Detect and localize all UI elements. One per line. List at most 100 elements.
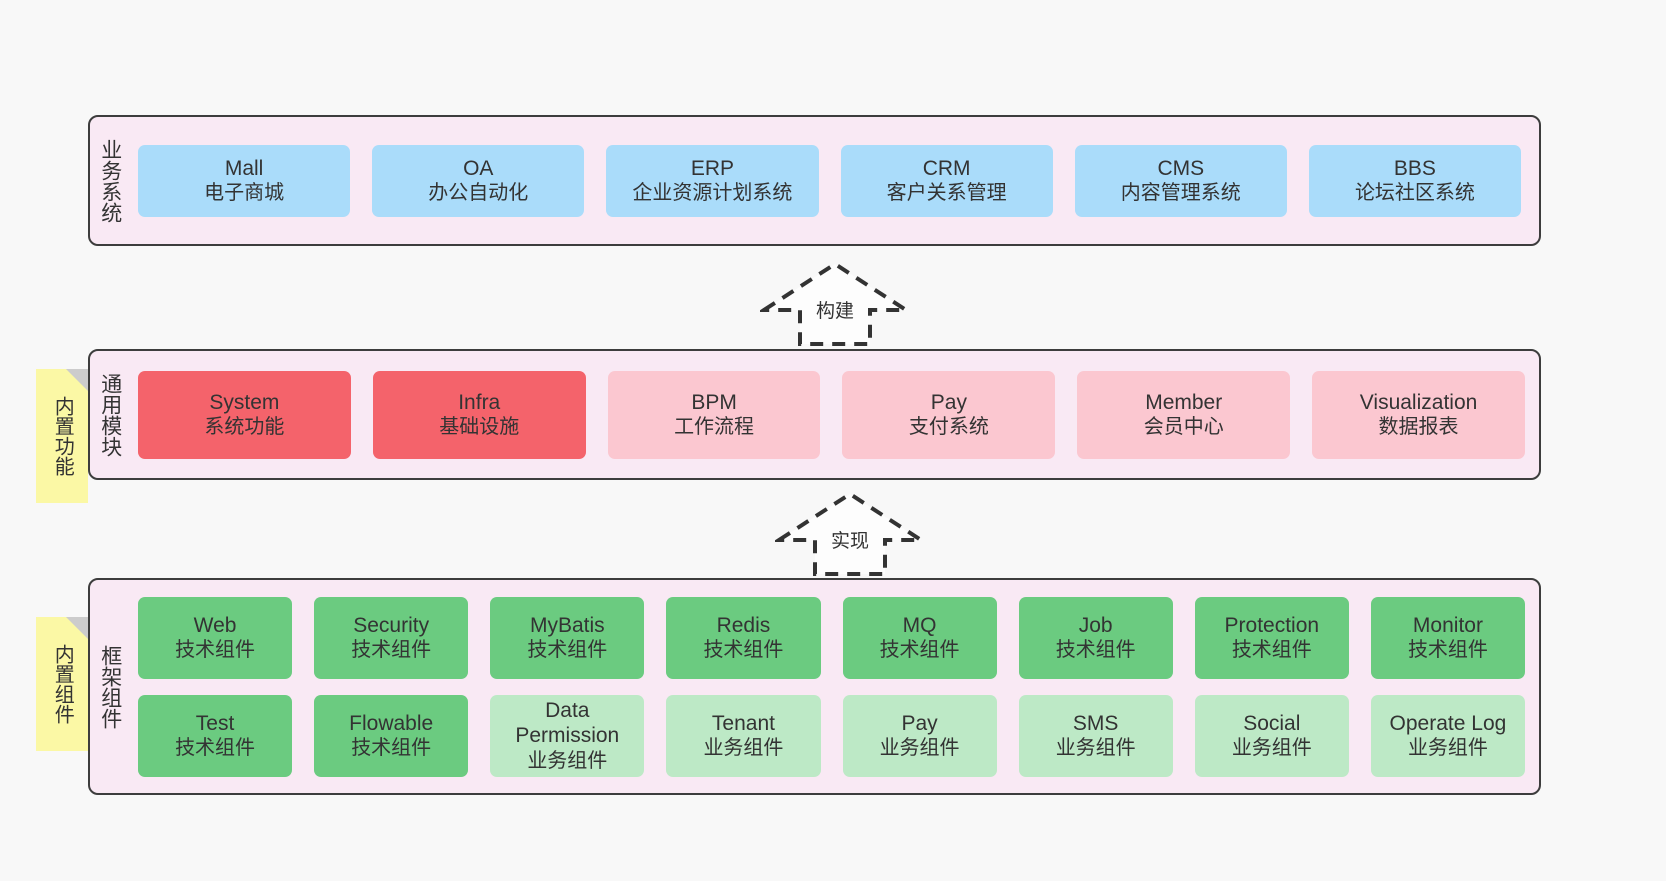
note-builtin-component: 内置组件 (36, 617, 88, 751)
node-name: Mall (225, 156, 264, 182)
node-name: OA (463, 156, 493, 182)
layer-body-framework-components: Web 技术组件 Security 技术组件 MyBatis 技术组件 Redi… (130, 580, 1539, 793)
node-mall[interactable]: Mall 电子商城 (138, 145, 350, 217)
node-visualization[interactable]: Visualization 数据报表 (1312, 371, 1525, 459)
node-name: Redis (717, 613, 771, 639)
note-builtin-function: 内置功能 (36, 369, 88, 503)
node-desc: 内容管理系统 (1121, 181, 1241, 205)
node-security[interactable]: Security 技术组件 (314, 597, 468, 679)
node-desc: 会员中心 (1144, 415, 1224, 439)
node-test[interactable]: Test 技术组件 (138, 695, 292, 777)
node-desc: 论坛社区系统 (1355, 181, 1475, 205)
node-bpm[interactable]: BPM 工作流程 (608, 371, 821, 459)
layer-row: System 系统功能 Infra 基础设施 BPM 工作流程 Pay 支付系统… (138, 371, 1525, 459)
node-name: Tenant (712, 711, 775, 737)
node-name: Web (194, 613, 237, 639)
layer-row: Web 技术组件 Security 技术组件 MyBatis 技术组件 Redi… (138, 597, 1525, 679)
node-member[interactable]: Member 会员中心 (1077, 371, 1290, 459)
node-name: CMS (1157, 156, 1204, 182)
node-desc: 系统功能 (204, 415, 284, 439)
node-name: Monitor (1413, 613, 1483, 639)
node-desc: 办公自动化 (428, 181, 528, 205)
node-desc: 数据报表 (1379, 415, 1459, 439)
node-desc: 技术组件 (175, 736, 255, 760)
node-desc: 技术组件 (351, 638, 431, 662)
node-desc: 技术组件 (175, 638, 255, 662)
node-erp[interactable]: ERP 企业资源计划系统 (606, 145, 818, 217)
connector-implement: 实现 (775, 488, 925, 578)
layer-row: Test 技术组件 Flowable 技术组件 Data Permission … (138, 695, 1525, 777)
node-name: Test (196, 711, 235, 737)
node-desc: 技术组件 (351, 736, 431, 760)
node-crm[interactable]: CRM 客户关系管理 (841, 145, 1053, 217)
node-name: MyBatis (530, 613, 605, 639)
note-label: 内置功能 (51, 396, 73, 476)
node-flowable[interactable]: Flowable 技术组件 (314, 695, 468, 777)
node-desc: 客户关系管理 (887, 181, 1007, 205)
node-name: Flowable (349, 711, 433, 737)
node-name: Pay (931, 390, 967, 416)
node-data-permission[interactable]: Data Permission 业务组件 (490, 695, 644, 777)
layer-framework-components: 框架组件 Web 技术组件 Security 技术组件 MyBatis 技术组件… (88, 578, 1541, 795)
node-monitor[interactable]: Monitor 技术组件 (1371, 597, 1525, 679)
node-mq[interactable]: MQ 技术组件 (843, 597, 997, 679)
node-name: Social (1243, 711, 1300, 737)
node-mybatis[interactable]: MyBatis 技术组件 (490, 597, 644, 679)
node-sms[interactable]: SMS 业务组件 (1019, 695, 1173, 777)
node-desc: 技术组件 (527, 638, 607, 662)
layer-body-common-modules: System 系统功能 Infra 基础设施 BPM 工作流程 Pay 支付系统… (130, 351, 1539, 478)
layer-common-modules: 通用模块 System 系统功能 Infra 基础设施 BPM 工作流程 Pay… (88, 349, 1541, 480)
node-name: System (209, 390, 279, 416)
node-pay[interactable]: Pay 支付系统 (842, 371, 1055, 459)
node-desc: 基础设施 (439, 415, 519, 439)
node-desc: 业务组件 (527, 749, 607, 773)
node-system[interactable]: System 系统功能 (138, 371, 351, 459)
folded-corner-icon (66, 369, 88, 391)
node-redis[interactable]: Redis 技术组件 (666, 597, 820, 679)
node-name: BBS (1394, 156, 1436, 182)
node-desc: 技术组件 (1056, 638, 1136, 662)
connector-implement-label: 实现 (775, 526, 925, 553)
layer-title-common-modules: 通用模块 (90, 351, 130, 478)
node-name: Member (1145, 390, 1222, 416)
node-desc: 技术组件 (1408, 638, 1488, 662)
node-name: SMS (1073, 711, 1119, 737)
node-operate-log[interactable]: Operate Log 业务组件 (1371, 695, 1525, 777)
folded-corner-icon (66, 617, 88, 639)
node-desc: 支付系统 (909, 415, 989, 439)
node-desc: 技术组件 (880, 638, 960, 662)
node-infra[interactable]: Infra 基础设施 (373, 371, 586, 459)
node-social[interactable]: Social 业务组件 (1195, 695, 1349, 777)
node-name: BPM (691, 390, 737, 416)
node-pay-business[interactable]: Pay 业务组件 (843, 695, 997, 777)
layer-title-framework-components: 框架组件 (90, 580, 130, 793)
node-job[interactable]: Job 技术组件 (1019, 597, 1173, 679)
node-desc: 电子商城 (204, 181, 284, 205)
node-desc: 业务组件 (703, 736, 783, 760)
node-name: ERP (691, 156, 734, 182)
node-name: CRM (923, 156, 971, 182)
node-name: MQ (903, 613, 937, 639)
note-label: 内置组件 (51, 644, 73, 724)
connector-build: 构建 (760, 258, 910, 348)
node-name: Infra (458, 390, 500, 416)
node-desc: 业务组件 (880, 736, 960, 760)
node-desc: 业务组件 (1056, 736, 1136, 760)
node-desc: 技术组件 (1232, 638, 1312, 662)
node-desc: 技术组件 (703, 638, 783, 662)
layer-title-business-system: 业务系统 (90, 117, 130, 244)
node-name: Protection (1225, 613, 1320, 639)
node-web[interactable]: Web 技术组件 (138, 597, 292, 679)
node-oa[interactable]: OA 办公自动化 (372, 145, 584, 217)
node-protection[interactable]: Protection 技术组件 (1195, 597, 1349, 679)
layer-body-business-system: Mall 电子商城 OA 办公自动化 ERP 企业资源计划系统 CRM 客户关系… (130, 117, 1539, 244)
node-desc: 业务组件 (1232, 736, 1312, 760)
layer-row: Mall 电子商城 OA 办公自动化 ERP 企业资源计划系统 CRM 客户关系… (138, 145, 1521, 217)
node-name: Security (353, 613, 429, 639)
node-cms[interactable]: CMS 内容管理系统 (1075, 145, 1287, 217)
layer-business-system: 业务系统 Mall 电子商城 OA 办公自动化 ERP 企业资源计划系统 CRM… (88, 115, 1541, 246)
node-desc: 业务组件 (1408, 736, 1488, 760)
node-bbs[interactable]: BBS 论坛社区系统 (1309, 145, 1521, 217)
node-tenant[interactable]: Tenant 业务组件 (666, 695, 820, 777)
